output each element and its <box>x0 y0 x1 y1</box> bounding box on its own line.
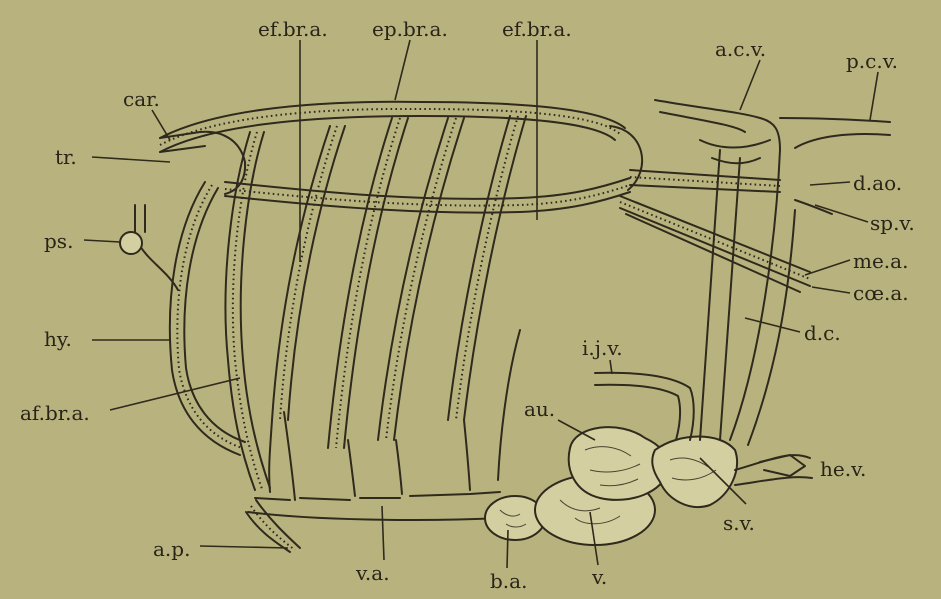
label-a-p: a.p. <box>153 537 190 561</box>
label-af-br-a: af.br.a. <box>20 401 90 425</box>
label-i-j-v: i.j.v. <box>582 336 623 360</box>
label-hy: hy. <box>44 327 72 351</box>
label-sp-v: sp.v. <box>870 211 915 235</box>
label-coe-a: cœ.a. <box>853 281 909 305</box>
label-s-v: s.v. <box>723 511 755 535</box>
label-d-c: d.c. <box>804 321 841 345</box>
label-ef-br-a-2: ef.br.a. <box>502 17 572 41</box>
label-tr: tr. <box>55 145 77 169</box>
label-a-c-v: a.c.v. <box>715 37 766 61</box>
label-p-c-v: p.c.v. <box>846 49 898 73</box>
label-ps: ps. <box>44 229 73 253</box>
label-ep-br-a: ep.br.a. <box>372 17 448 41</box>
label-au: au. <box>524 397 555 421</box>
label-d-ao: d.ao. <box>853 171 902 195</box>
label-ef-br-a-1: ef.br.a. <box>258 17 328 41</box>
label-he-v: he.v. <box>820 457 866 481</box>
label-car: car. <box>123 87 160 111</box>
label-v-a: v.a. <box>355 561 390 585</box>
label-b-a: b.a. <box>490 569 527 593</box>
label-me-a: me.a. <box>853 249 908 273</box>
label-v: v. <box>591 565 607 589</box>
